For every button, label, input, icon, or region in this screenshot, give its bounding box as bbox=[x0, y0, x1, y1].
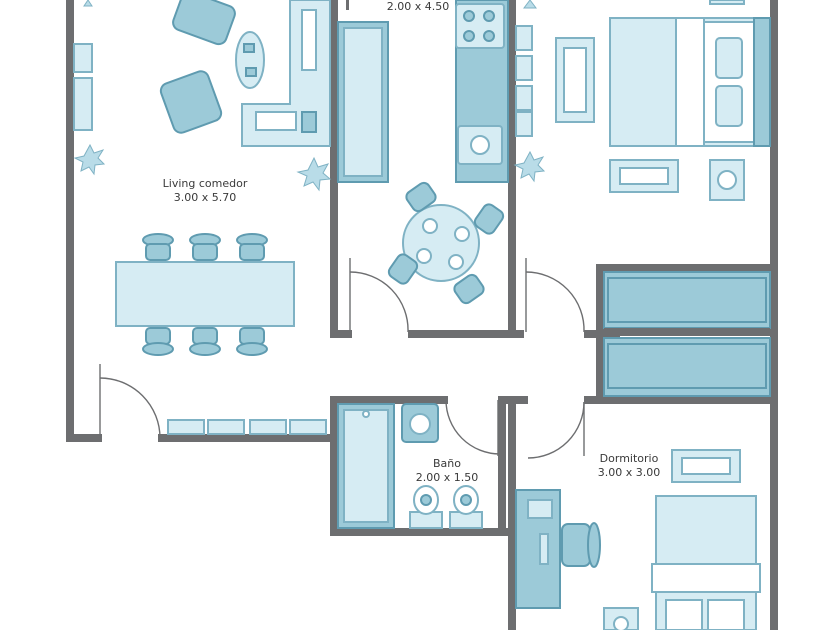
lamp-icon bbox=[717, 170, 737, 190]
wall-closet-bottom bbox=[584, 396, 778, 404]
bathroom-name: Baño bbox=[433, 457, 461, 470]
living-room-name: Living comedor bbox=[163, 177, 248, 190]
window-bedroom1-3 bbox=[515, 85, 533, 111]
armchair bbox=[172, 0, 236, 46]
bedroom-name: Dormitorio bbox=[600, 452, 659, 465]
living-room: Living comedor 3.00 x 5.70 bbox=[73, 0, 332, 435]
wall-kitchen-bottom-b bbox=[408, 330, 524, 338]
plant-icon bbox=[513, 150, 546, 183]
wall-bath-top bbox=[330, 396, 448, 404]
windows-bottom bbox=[167, 419, 327, 435]
plant-icon bbox=[296, 156, 332, 192]
window-bedroom1-2 bbox=[515, 55, 533, 81]
doors bbox=[99, 258, 585, 459]
wall-kitchen-bedroom1 bbox=[508, 0, 516, 338]
armchair bbox=[159, 70, 223, 134]
window-bedroom1-1 bbox=[515, 25, 533, 51]
lamp-icon bbox=[613, 616, 629, 630]
window-left-2 bbox=[73, 77, 93, 131]
pillow bbox=[715, 37, 743, 79]
plate-icon bbox=[416, 218, 470, 270]
laptop-icon bbox=[527, 499, 553, 519]
entrance-door-swing bbox=[99, 377, 161, 439]
wall-left-outer bbox=[66, 0, 74, 442]
living-room-dims: 3.00 x 5.70 bbox=[174, 191, 237, 204]
wall-closet-top bbox=[596, 264, 778, 271]
window-left-1 bbox=[73, 43, 93, 73]
wall-bath-bottom bbox=[330, 528, 516, 536]
kitchen-dims: 2.00 x 4.50 bbox=[387, 0, 450, 13]
wall-bottom-left-b bbox=[158, 434, 338, 442]
bidet-icon bbox=[449, 485, 483, 529]
desk-chair bbox=[561, 522, 601, 568]
kitchen: 2.00 x 4.50 bbox=[337, 0, 509, 305]
bedroom-1 bbox=[513, 0, 771, 201]
stove-burner-icon bbox=[463, 10, 495, 42]
closets bbox=[603, 271, 771, 397]
wall-living-kitchen bbox=[330, 0, 338, 338]
bathroom-dims: 2.00 x 1.50 bbox=[416, 471, 479, 484]
wall-bottom-left-a bbox=[66, 434, 102, 442]
kitchen-chairs bbox=[387, 181, 505, 305]
kitchen-door-swing bbox=[349, 271, 409, 333]
pillow bbox=[715, 85, 743, 127]
wall-bath-left bbox=[330, 396, 338, 536]
bath-door-swing bbox=[445, 399, 501, 455]
wall-kitchen-bottom-a bbox=[330, 330, 352, 338]
dining-chairs bbox=[142, 233, 268, 356]
plant-icon bbox=[523, 0, 537, 9]
bedroom-dims: 3.00 x 3.00 bbox=[598, 466, 661, 479]
wall-bath-right bbox=[498, 396, 506, 536]
wall-top-stub-a bbox=[346, 0, 349, 10]
bedroom-2: Dormitorio 3.00 x 3.00 bbox=[515, 449, 761, 630]
bathroom: Baño 2.00 x 1.50 bbox=[337, 403, 483, 529]
nightstand bbox=[709, 0, 745, 5]
toilet-icon bbox=[409, 485, 443, 529]
plant-icon bbox=[83, 0, 93, 7]
headboard bbox=[753, 17, 771, 147]
bedroom2-door-swing bbox=[527, 401, 585, 459]
plant-icon bbox=[73, 143, 106, 176]
walls bbox=[66, 0, 778, 630]
bedroom1-door-swing bbox=[525, 271, 585, 333]
window-bedroom1-4 bbox=[515, 111, 533, 137]
stove bbox=[455, 3, 505, 49]
dining-table bbox=[115, 261, 295, 327]
wall-right-outer bbox=[770, 0, 778, 630]
wall-bedroom2-left bbox=[508, 396, 516, 630]
coffee-table bbox=[235, 31, 265, 89]
wall-closet-left bbox=[596, 264, 604, 404]
